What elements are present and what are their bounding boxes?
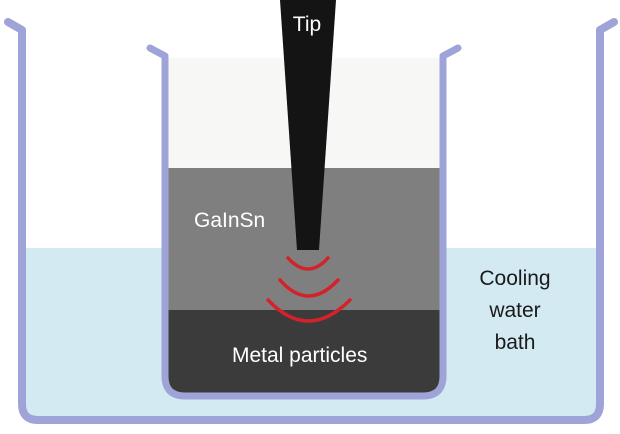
metal-particles-label: Metal particles: [232, 344, 367, 367]
sonication-tip: [280, 0, 336, 250]
metal-particle-layer: [165, 310, 443, 396]
wave-arc-1: [286, 256, 330, 271]
cooling-label-line-1: Cooling: [479, 267, 550, 290]
ultrasonic-waves: [266, 256, 352, 323]
wave-arc-3: [266, 298, 352, 323]
wave-arc-2: [278, 278, 340, 298]
cooling-label-line-2: water: [488, 299, 540, 322]
beaker: [146, 44, 462, 400]
cooling-label-line-3: bath: [495, 331, 536, 354]
outer-bath: [4, 18, 618, 424]
tip-label: Tip: [293, 13, 321, 36]
galinsn-label: GaInSn: [194, 209, 265, 232]
